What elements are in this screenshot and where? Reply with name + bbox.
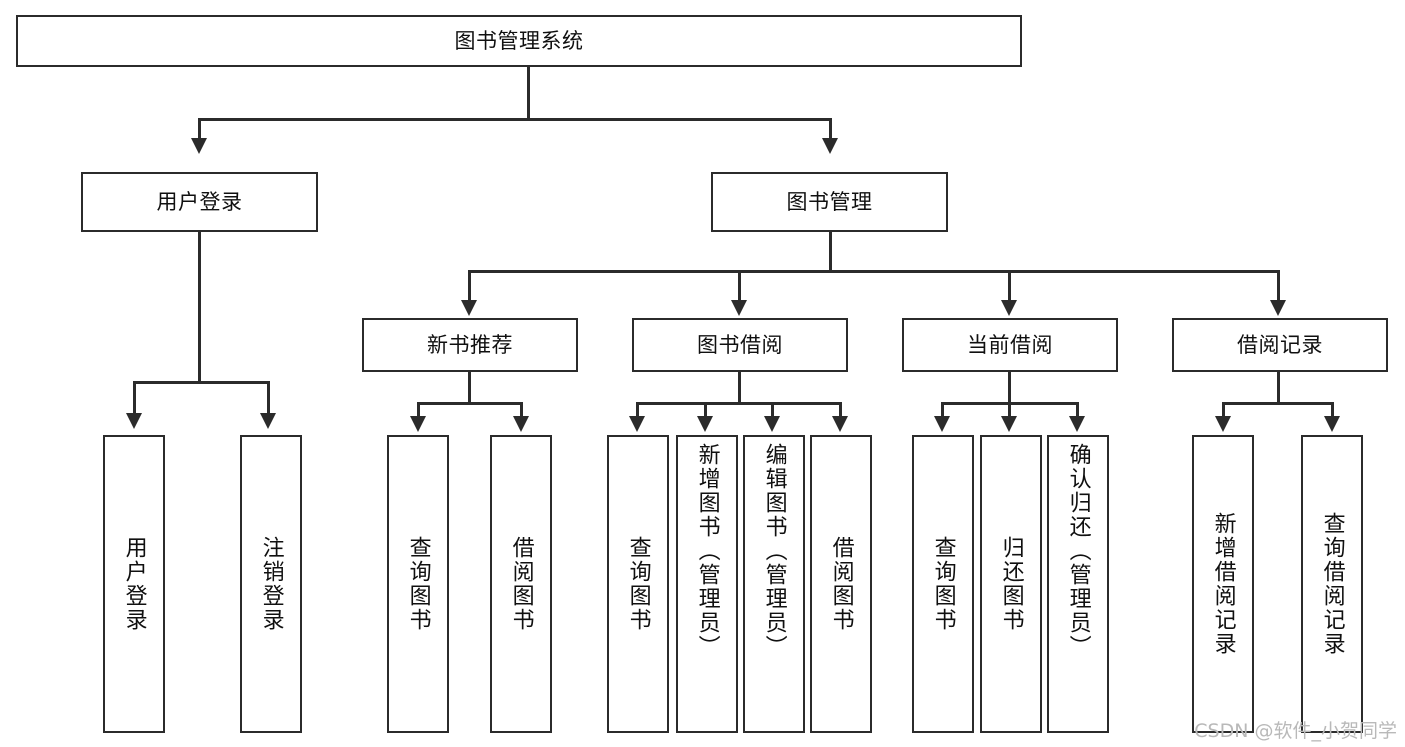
connector-user-login-stem xyxy=(198,232,201,381)
connector-book-borrow-to-leaf-4 xyxy=(839,402,842,418)
leaf-current-borrow-return-book[interactable]: 归还图书 xyxy=(980,435,1042,733)
node-label: 当前借阅 xyxy=(967,332,1053,357)
node-label: 新增借阅记录 xyxy=(1210,512,1236,656)
connector-new-book-to-leaf-1 xyxy=(417,402,420,418)
leaf-current-borrow-query-book[interactable]: 查询图书 xyxy=(912,435,974,733)
node-label: 借阅图书 xyxy=(508,536,534,632)
leaf-book-borrow-query-book[interactable]: 查询图书 xyxy=(607,435,669,733)
connector-user-login-bus xyxy=(133,381,270,384)
node-label: 归还图书 xyxy=(998,536,1024,632)
node-book-borrow[interactable]: 图书借阅 xyxy=(632,318,848,372)
node-user-login[interactable]: 用户登录 xyxy=(81,172,318,232)
connector-borrow-record-to-leaf-2 xyxy=(1331,402,1334,418)
connector-root-bus xyxy=(198,118,832,121)
connector-book-borrow-bus xyxy=(636,402,842,405)
arrow-new-book-to-leaf-1 xyxy=(410,416,426,432)
node-label: 编辑图书（管理员） xyxy=(761,443,787,659)
arrow-book-borrow-to-leaf-3 xyxy=(764,416,780,432)
arrow-borrow-record-to-leaf-2 xyxy=(1324,416,1340,432)
connector-book-mgmt-bus xyxy=(468,270,1280,273)
arrow-root-to-book-mgmt xyxy=(822,138,838,154)
connector-new-book-stem xyxy=(468,372,471,402)
leaf-book-borrow-edit-book-admin[interactable]: 编辑图书（管理员） xyxy=(743,435,805,733)
node-book-management[interactable]: 图书管理 xyxy=(711,172,948,232)
arrow-current-borrow-to-leaf-3 xyxy=(1069,416,1085,432)
leaf-current-borrow-confirm-return-admin[interactable]: 确认归还（管理员） xyxy=(1047,435,1109,733)
node-label: 图书管理 xyxy=(786,189,873,214)
connector-current-borrow-to-leaf-1 xyxy=(941,402,944,418)
leaf-borrow-record-add-record[interactable]: 新增借阅记录 xyxy=(1192,435,1254,733)
arrow-borrow-record-to-leaf-1 xyxy=(1215,416,1231,432)
leaf-borrow-record-query-record[interactable]: 查询借阅记录 xyxy=(1301,435,1363,733)
connector-borrow-record-bus xyxy=(1222,402,1334,405)
node-new-book-recommend[interactable]: 新书推荐 xyxy=(362,318,578,372)
node-label: 查询图书 xyxy=(930,536,956,632)
node-current-borrow[interactable]: 当前借阅 xyxy=(902,318,1118,372)
connector-book-borrow-to-leaf-1 xyxy=(636,402,639,418)
leaf-new-book-query-book[interactable]: 查询图书 xyxy=(387,435,449,733)
node-root-system[interactable]: 图书管理系统 xyxy=(16,15,1022,67)
leaf-book-borrow-add-book-admin[interactable]: 新增图书（管理员） xyxy=(676,435,738,733)
node-label: 新增图书（管理员） xyxy=(694,443,720,659)
connector-borrow-record-to-leaf-1 xyxy=(1222,402,1225,418)
node-label: 查询图书 xyxy=(625,536,651,632)
arrow-book-mgmt-to-new-book xyxy=(461,300,477,316)
connector-root-stem xyxy=(527,67,530,118)
node-label: 用户登录 xyxy=(156,189,243,214)
arrow-book-mgmt-to-borrow-record xyxy=(1270,300,1286,316)
node-label: 注销登录 xyxy=(258,536,284,632)
arrow-user-login-to-leaf-1 xyxy=(126,413,142,429)
connector-user-login-to-leaf-1 xyxy=(133,381,136,415)
arrow-book-mgmt-to-book-borrow xyxy=(731,300,747,316)
arrow-root-to-user-login xyxy=(191,138,207,154)
leaf-book-borrow-borrow-book[interactable]: 借阅图书 xyxy=(810,435,872,733)
node-label: 新书推荐 xyxy=(427,332,513,357)
connector-new-book-bus xyxy=(417,402,523,405)
connector-book-mgmt-stem xyxy=(829,232,832,270)
node-label: 用户登录 xyxy=(121,536,147,632)
connector-book-borrow-stem xyxy=(738,372,741,402)
connector-user-login-to-leaf-2 xyxy=(267,381,270,415)
arrow-book-borrow-to-leaf-1 xyxy=(629,416,645,432)
node-label: 查询图书 xyxy=(405,536,431,632)
connector-current-borrow-to-leaf-2 xyxy=(1008,402,1011,418)
connector-borrow-record-stem xyxy=(1277,372,1280,402)
arrow-new-book-to-leaf-2 xyxy=(513,416,529,432)
connector-root-to-user-login xyxy=(198,118,201,140)
node-label: 确认归还（管理员） xyxy=(1065,443,1091,659)
arrow-book-borrow-to-leaf-2 xyxy=(697,416,713,432)
node-label: 查询借阅记录 xyxy=(1319,512,1345,656)
arrow-current-borrow-to-leaf-2 xyxy=(1001,416,1017,432)
connector-current-borrow-to-leaf-3 xyxy=(1076,402,1079,418)
node-label: 借阅图书 xyxy=(828,536,854,632)
arrow-current-borrow-to-leaf-1 xyxy=(934,416,950,432)
connector-book-mgmt-to-current-borrow xyxy=(1008,270,1011,302)
node-borrow-record[interactable]: 借阅记录 xyxy=(1172,318,1388,372)
watermark-text: CSDN @软件_小贺同学 xyxy=(1194,720,1397,742)
connector-root-to-book-mgmt xyxy=(829,118,832,140)
node-label: 图书管理系统 xyxy=(454,28,584,53)
node-label: 借阅记录 xyxy=(1237,332,1323,357)
connector-book-borrow-to-leaf-3 xyxy=(771,402,774,418)
arrow-book-mgmt-to-current-borrow xyxy=(1001,300,1017,316)
arrow-user-login-to-leaf-2 xyxy=(260,413,276,429)
leaf-user-login-login[interactable]: 用户登录 xyxy=(103,435,165,733)
connector-book-borrow-to-leaf-2 xyxy=(704,402,707,418)
leaf-user-login-logout[interactable]: 注销登录 xyxy=(240,435,302,733)
connector-current-borrow-stem xyxy=(1008,372,1011,402)
connector-book-mgmt-to-borrow-record xyxy=(1277,270,1280,302)
connector-new-book-to-leaf-2 xyxy=(520,402,523,418)
arrow-book-borrow-to-leaf-4 xyxy=(832,416,848,432)
connector-book-mgmt-to-book-borrow xyxy=(738,270,741,302)
connector-book-mgmt-to-new-book xyxy=(468,270,471,302)
leaf-new-book-borrow-book[interactable]: 借阅图书 xyxy=(490,435,552,733)
node-label: 图书借阅 xyxy=(697,332,783,357)
